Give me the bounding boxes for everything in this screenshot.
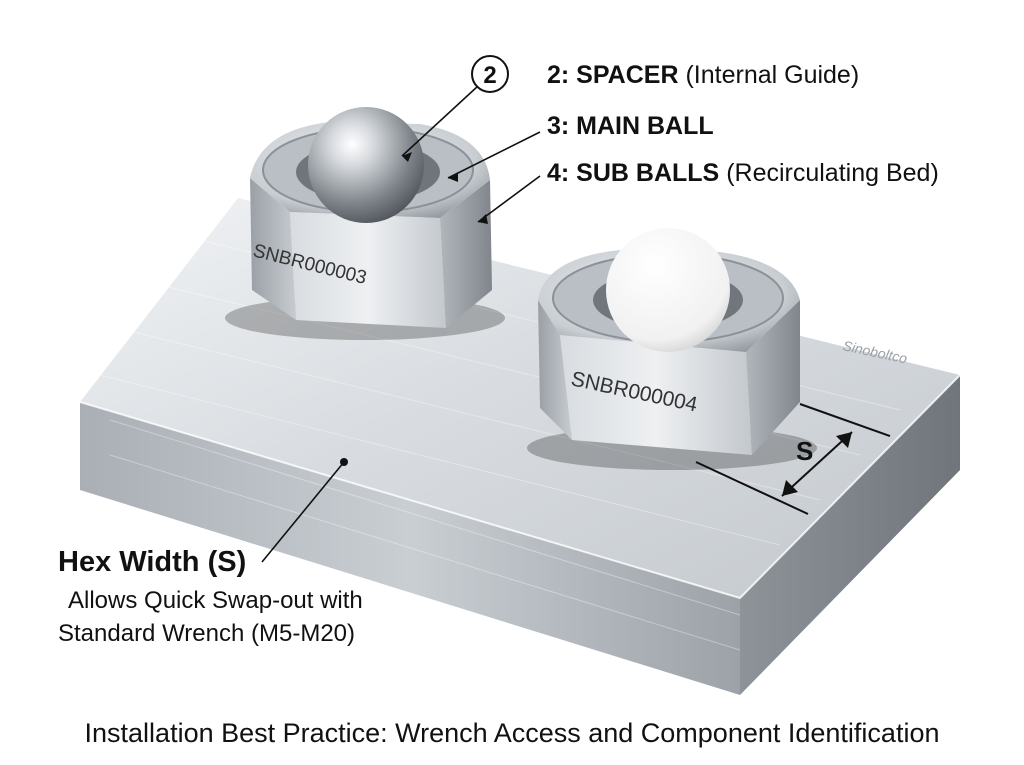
callout-leaders: [261, 85, 541, 563]
leader-2: [401, 85, 479, 157]
legend-item-spacer: 2: SPACER (Internal Guide): [547, 60, 859, 90]
leader-hex-width-dot: [340, 458, 348, 466]
legend-item-main-ball: 3: MAIN BALL: [547, 111, 714, 141]
right-hex-face-left: [538, 300, 572, 440]
legend-spacer-detail: (Internal Guide): [685, 61, 860, 89]
figure-caption: Installation Best Practice: Wrench Acces…: [84, 718, 940, 748]
leader-4: [477, 175, 541, 223]
hex-width-dimension: [695, 403, 891, 515]
hex-width-title: Hex Width (S): [58, 546, 247, 578]
hex-width-description-line-1: Allows Quick Swap-out with: [68, 587, 363, 614]
leader-3: [447, 131, 541, 179]
left-hex-face-right: [440, 180, 492, 328]
plate-front-face: [80, 402, 740, 695]
left-hex-face-middle: [290, 212, 446, 328]
dimension-arrow-top: [836, 432, 852, 448]
leader-hex-width: [261, 461, 345, 563]
callout-circle-number: 2: [483, 62, 496, 89]
main-ball-steel: [308, 107, 424, 223]
right-hex-face-right: [746, 300, 800, 455]
right-ball-transfer-unit: SNBR000004: [527, 228, 817, 470]
legend-item-sub-balls: 4: SUB BALLS (Recirculating Bed): [547, 158, 939, 188]
legend-sub-balls-detail: (Recirculating Bed): [726, 159, 939, 187]
left-hex-face-left: [250, 178, 296, 320]
dimension-extension-lower: [695, 461, 809, 515]
dimension-extension-upper: [799, 403, 891, 437]
legend-spacer-name: 2: SPACER: [547, 61, 679, 89]
left-ball-transfer-unit: SNBR000003: [225, 107, 505, 340]
hex-width-description-line-2: Standard Wrench (M5-M20): [58, 620, 355, 647]
leader-3-arrowhead: [448, 172, 458, 182]
leader-4-arrowhead: [478, 214, 488, 224]
callout-circle-2: 2: [471, 55, 509, 93]
dimension-line: [781, 431, 853, 497]
legend-main-ball-name: 3: MAIN BALL: [547, 112, 714, 140]
plate-right-face: [740, 375, 960, 695]
legend-sub-balls-name: 4: SUB BALLS: [547, 159, 720, 187]
dimension-label-s: S: [796, 436, 813, 466]
main-ball-white: [606, 228, 730, 352]
leader-2-arrowhead: [402, 152, 412, 162]
right-hex-face-middle: [560, 335, 752, 455]
dimension-arrow-bottom: [782, 480, 798, 496]
